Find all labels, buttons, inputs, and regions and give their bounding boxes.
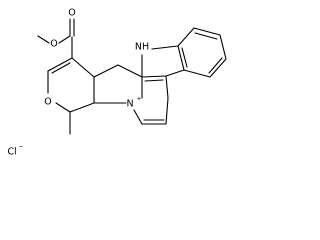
bond-o-c-methyl [55, 102, 71, 113]
bond-benz-4b [208, 57, 223, 74]
bond-junction-ch2 [93, 64, 119, 78]
bond-benz-4a [209, 58, 227, 78]
quinolizine-ring: N + [93, 64, 143, 110]
bond-c-c-double-b [51, 62, 71, 74]
bond-c-c-double-top-b [144, 79, 164, 82]
indole-nh-label: NH [135, 42, 149, 53]
chloride-label: Cl [7, 147, 16, 158]
bond-c-junction-low [69, 102, 95, 113]
benzene-ring [177, 27, 227, 78]
ester-o-methyl-label: O [50, 39, 57, 50]
pyran-ring: O [44, 57, 95, 135]
bond-nh-c7a [151, 45, 179, 50]
chemical-structure: O O O N + NH [7, 8, 227, 158]
bond-c7a-c3a [177, 45, 185, 71]
bond-junction-top [71, 57, 95, 78]
pyridinium-charge: + [136, 96, 141, 103]
pyridinium-ring [133, 75, 169, 125]
bond-benz-2a [193, 27, 221, 36]
bond-benz-1 [177, 27, 195, 47]
ester-o-carbonyl-label: O [68, 8, 75, 19]
bond-c-c-double-top-a [141, 75, 167, 78]
pyrrole-ring: NH [135, 42, 185, 78]
bond-benz-3 [219, 34, 227, 60]
bond-c-c-shared [165, 75, 169, 99]
bond-methyl-o [37, 35, 50, 44]
bond-benz-2b [194, 32, 218, 40]
bond-benz-6 [181, 47, 188, 68]
counterion: Cl − [7, 144, 23, 158]
bond-ch-c [165, 97, 169, 125]
bond-benz-5 [183, 69, 211, 78]
bond-c3a-c3 [165, 69, 185, 77]
pyridinium-n-label: N [126, 99, 133, 110]
ring-o-label: O [44, 97, 51, 108]
bond-c-c-double-a [47, 57, 73, 72]
bond-n-ch [133, 109, 143, 125]
methyl-ester-group: O O [37, 8, 76, 59]
bond-o-carbonyl-c [58, 35, 71, 44]
bond-ch2-c [117, 64, 143, 78]
chloride-charge: − [18, 144, 23, 151]
